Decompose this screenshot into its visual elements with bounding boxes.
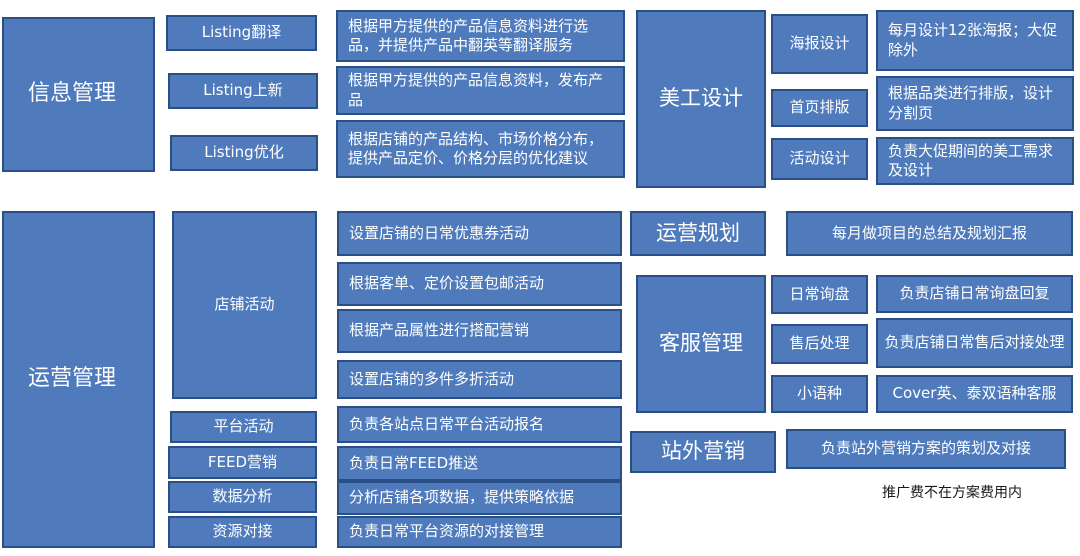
listing-new-desc: 根据甲方提供的产品信息资料，发布产品 xyxy=(336,66,625,115)
operations-planning-box: 运营规划 xyxy=(630,211,766,256)
homepage-layout-label: 首页排版 xyxy=(771,89,868,127)
resource-docking-desc: 负责日常平台资源的对接管理 xyxy=(337,516,622,548)
operations-planning-desc: 每月做项目的总结及规划汇报 xyxy=(786,211,1073,256)
minor-language-desc: Cover英、泰双语种客服 xyxy=(876,375,1073,413)
feed-marketing-label: FEED营销 xyxy=(168,446,317,479)
data-analysis-label: 数据分析 xyxy=(168,481,317,513)
offsite-marketing-box: 站外营销 xyxy=(630,431,776,473)
poster-design-label: 海报设计 xyxy=(771,14,868,74)
listing-translation-label: Listing翻译 xyxy=(166,15,317,51)
art-design-box: 美工设计 xyxy=(636,10,766,188)
daily-inquiry-desc: 负责店铺日常询盘回复 xyxy=(876,275,1073,313)
resource-docking-label: 资源对接 xyxy=(168,516,317,548)
offsite-marketing-desc: 负责站外营销方案的策划及对接 xyxy=(786,429,1066,469)
feed-marketing-desc: 负责日常FEED推送 xyxy=(337,446,622,481)
after-sales-label: 售后处理 xyxy=(771,324,868,364)
info-management-box: 信息管理 xyxy=(2,17,155,172)
after-sales-desc: 负责店铺日常售后对接处理 xyxy=(876,318,1073,368)
platform-activity-label: 平台活动 xyxy=(170,411,317,443)
listing-translation-desc: 根据甲方提供的产品信息资料进行选品，并提供产品中翻英等翻译服务 xyxy=(336,10,625,62)
minor-language-label: 小语种 xyxy=(771,375,868,413)
promotion-fee-note: 推广费不在方案费用内 xyxy=(882,485,1022,501)
listing-new-label: Listing上新 xyxy=(168,73,318,109)
event-design-label: 活动设计 xyxy=(771,138,868,180)
event-design-desc: 负责大促期间的美工需求及设计 xyxy=(876,137,1074,185)
store-activity-item-coupon: 设置店铺的日常优惠券活动 xyxy=(337,211,622,256)
store-activity-item-bundle: 根据产品属性进行搭配营销 xyxy=(337,309,622,353)
poster-design-desc: 每月设计12张海报；大促除外 xyxy=(876,10,1074,71)
store-activity-item-free-shipping: 根据客单、定价设置包邮活动 xyxy=(337,262,622,306)
daily-inquiry-label: 日常询盘 xyxy=(771,275,868,314)
platform-activity-desc: 负责各站点日常平台活动报名 xyxy=(337,406,622,443)
store-activity-label: 店铺活动 xyxy=(172,211,317,399)
store-activity-item-multi-discount: 设置店铺的多件多折活动 xyxy=(337,360,622,399)
data-analysis-desc: 分析店铺各项数据，提供策略依据 xyxy=(337,481,622,515)
customer-service-box: 客服管理 xyxy=(636,275,766,413)
operations-management-box: 运营管理 xyxy=(2,211,155,548)
homepage-layout-desc: 根据品类进行排版，设计分割页 xyxy=(876,76,1074,131)
listing-optimize-label: Listing优化 xyxy=(170,135,318,171)
listing-optimize-desc: 根据店铺的产品结构、市场价格分布，提供产品定价、价格分层的优化建议 xyxy=(336,120,625,178)
